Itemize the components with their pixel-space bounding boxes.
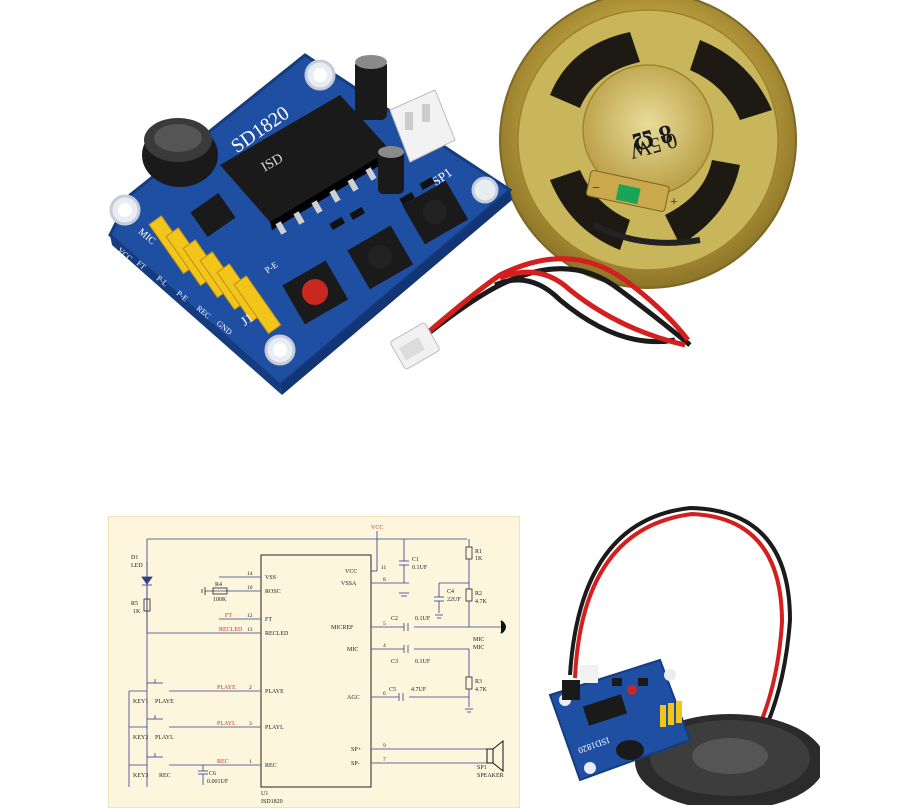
- isd1820-module: SD1820 ISD: [108, 53, 513, 395]
- pin-name-playe: PLAYE: [265, 689, 284, 695]
- pin-name-playl: PLAYL: [265, 725, 284, 731]
- c4-ref: C4: [447, 589, 454, 595]
- assembled-module-illustration: ISD1820: [548, 505, 825, 810]
- pin-name-mic: MIC: [347, 647, 358, 653]
- pin-num-13: 13: [247, 627, 253, 633]
- c3-val: 0.1UF: [415, 659, 431, 665]
- speaker-cable: [390, 256, 692, 370]
- pin-name-sp-minus: SP-: [351, 761, 360, 767]
- pin-num-14: 14: [247, 571, 253, 577]
- pin-num-2: 2: [249, 685, 252, 691]
- pin-num-5: 5: [383, 621, 386, 627]
- c5-ref: C5: [389, 687, 396, 693]
- sp-val: SPEAKER: [477, 773, 504, 779]
- net-playl: PLAYL: [217, 721, 236, 727]
- pin-name-ft: FT: [265, 617, 272, 623]
- pin-header: [148, 192, 282, 335]
- pin-name-vssa: VSSA: [341, 581, 357, 587]
- c2-ref: C2: [391, 616, 398, 622]
- pin-name-vcc: VCC: [345, 569, 357, 575]
- button-playl: [402, 180, 469, 245]
- microphone: [142, 118, 218, 187]
- c3-ref: C3: [391, 659, 398, 665]
- module-and-speaker-illustration: 8 Ω 0.5W − + SD1820: [108, 0, 797, 395]
- c1-ref: C1: [412, 557, 419, 563]
- d1-ref: D1: [131, 555, 138, 561]
- r3-ref: R3: [475, 679, 482, 685]
- mic-ref: MIC: [473, 637, 484, 643]
- c5-val: 4.7UF: [411, 687, 427, 693]
- speaker-icon: [486, 739, 504, 773]
- button-playe: [347, 225, 414, 290]
- pin-name-micref: MICREF: [331, 625, 354, 631]
- r1-ref: R1: [475, 549, 482, 555]
- speaker-plus-label: +: [670, 195, 678, 210]
- speaker-connector: [389, 89, 456, 163]
- product-photo-bottom: ISD1820: [520, 500, 825, 810]
- key1-name: PLAYE: [155, 699, 174, 705]
- net-ft: FT: [225, 613, 232, 619]
- mic-icon: [500, 620, 506, 634]
- pin-num-9: 9: [383, 743, 386, 749]
- pin-num-8: 8: [383, 577, 386, 583]
- r3-val: 4.7K: [475, 687, 488, 693]
- pin-name-rec: REC: [265, 763, 277, 769]
- isd-chip: ISD: [220, 95, 392, 235]
- r5-ref: R5: [131, 601, 138, 607]
- mic-val: MIC: [473, 645, 484, 651]
- net-recled: RECLED: [219, 627, 243, 633]
- capacitor-large: [355, 55, 387, 120]
- ic-part: ISD1820: [261, 799, 283, 805]
- r4-val: 100K: [213, 597, 227, 603]
- product-photo-top: 8 Ω 0.5W − + SD1820: [100, 0, 820, 420]
- pin-name-rosc: ROSC: [265, 589, 281, 595]
- c4-val: 22UF: [447, 597, 461, 603]
- pin-name-agc: AGC: [347, 695, 360, 701]
- key3-name: REC: [159, 773, 171, 779]
- key1-ref: KEY1: [133, 699, 148, 705]
- r5-val: 1K: [133, 609, 141, 615]
- key2-name: PLAYL: [155, 735, 174, 741]
- c2-val: 0.1UF: [415, 616, 431, 622]
- capacitor-small: [378, 146, 404, 194]
- r4-ref: R4: [215, 582, 222, 588]
- speaker: 8 Ω 0.5W − +: [499, 0, 797, 289]
- key3-ref: KEY3: [133, 773, 148, 779]
- sp-ref: SP1: [477, 765, 487, 771]
- schematic-drawing: VCC VSS ROSC FT RECLED PLAYE PLAYL REC 1…: [128, 525, 506, 805]
- pin-num-4: 4: [383, 643, 386, 649]
- net-playe: PLAYE: [217, 685, 236, 691]
- speaker-minus-label: −: [592, 181, 600, 196]
- c6-val: 0.001UF: [207, 779, 229, 785]
- r1-val: 1K: [475, 556, 483, 562]
- circuit-schematic: VCC VSS ROSC FT RECLED PLAYE PLAYL REC 1…: [108, 516, 520, 808]
- pin-num-3: 3: [249, 721, 252, 727]
- ic-ref: U1: [261, 791, 268, 797]
- pin-name-sp-plus: SP+: [351, 747, 362, 753]
- pin-name-vss: VSS: [265, 575, 276, 581]
- c6-ref: C6: [209, 771, 216, 777]
- pin-num-12: 12: [247, 613, 253, 619]
- c1-val: 0.1UF: [412, 565, 428, 571]
- pin-num-11: 11: [381, 565, 387, 571]
- module-bottom: ISD1820: [548, 658, 692, 782]
- r2-ref: R2: [475, 591, 482, 597]
- key2-ref: KEY2: [133, 735, 148, 741]
- pin-num-7: 7: [383, 757, 386, 763]
- vcc-label: VCC: [371, 525, 383, 531]
- d1-val: LED: [131, 563, 143, 569]
- pin-num-6: 6: [383, 691, 386, 697]
- net-rec: REC: [217, 759, 229, 765]
- pin-name-recled: RECLED: [265, 631, 289, 637]
- r2-val: 4.7K: [475, 599, 488, 605]
- pin-num-1: 1: [249, 759, 252, 765]
- pin-num-10: 10: [247, 585, 253, 591]
- button-rec: [282, 260, 349, 325]
